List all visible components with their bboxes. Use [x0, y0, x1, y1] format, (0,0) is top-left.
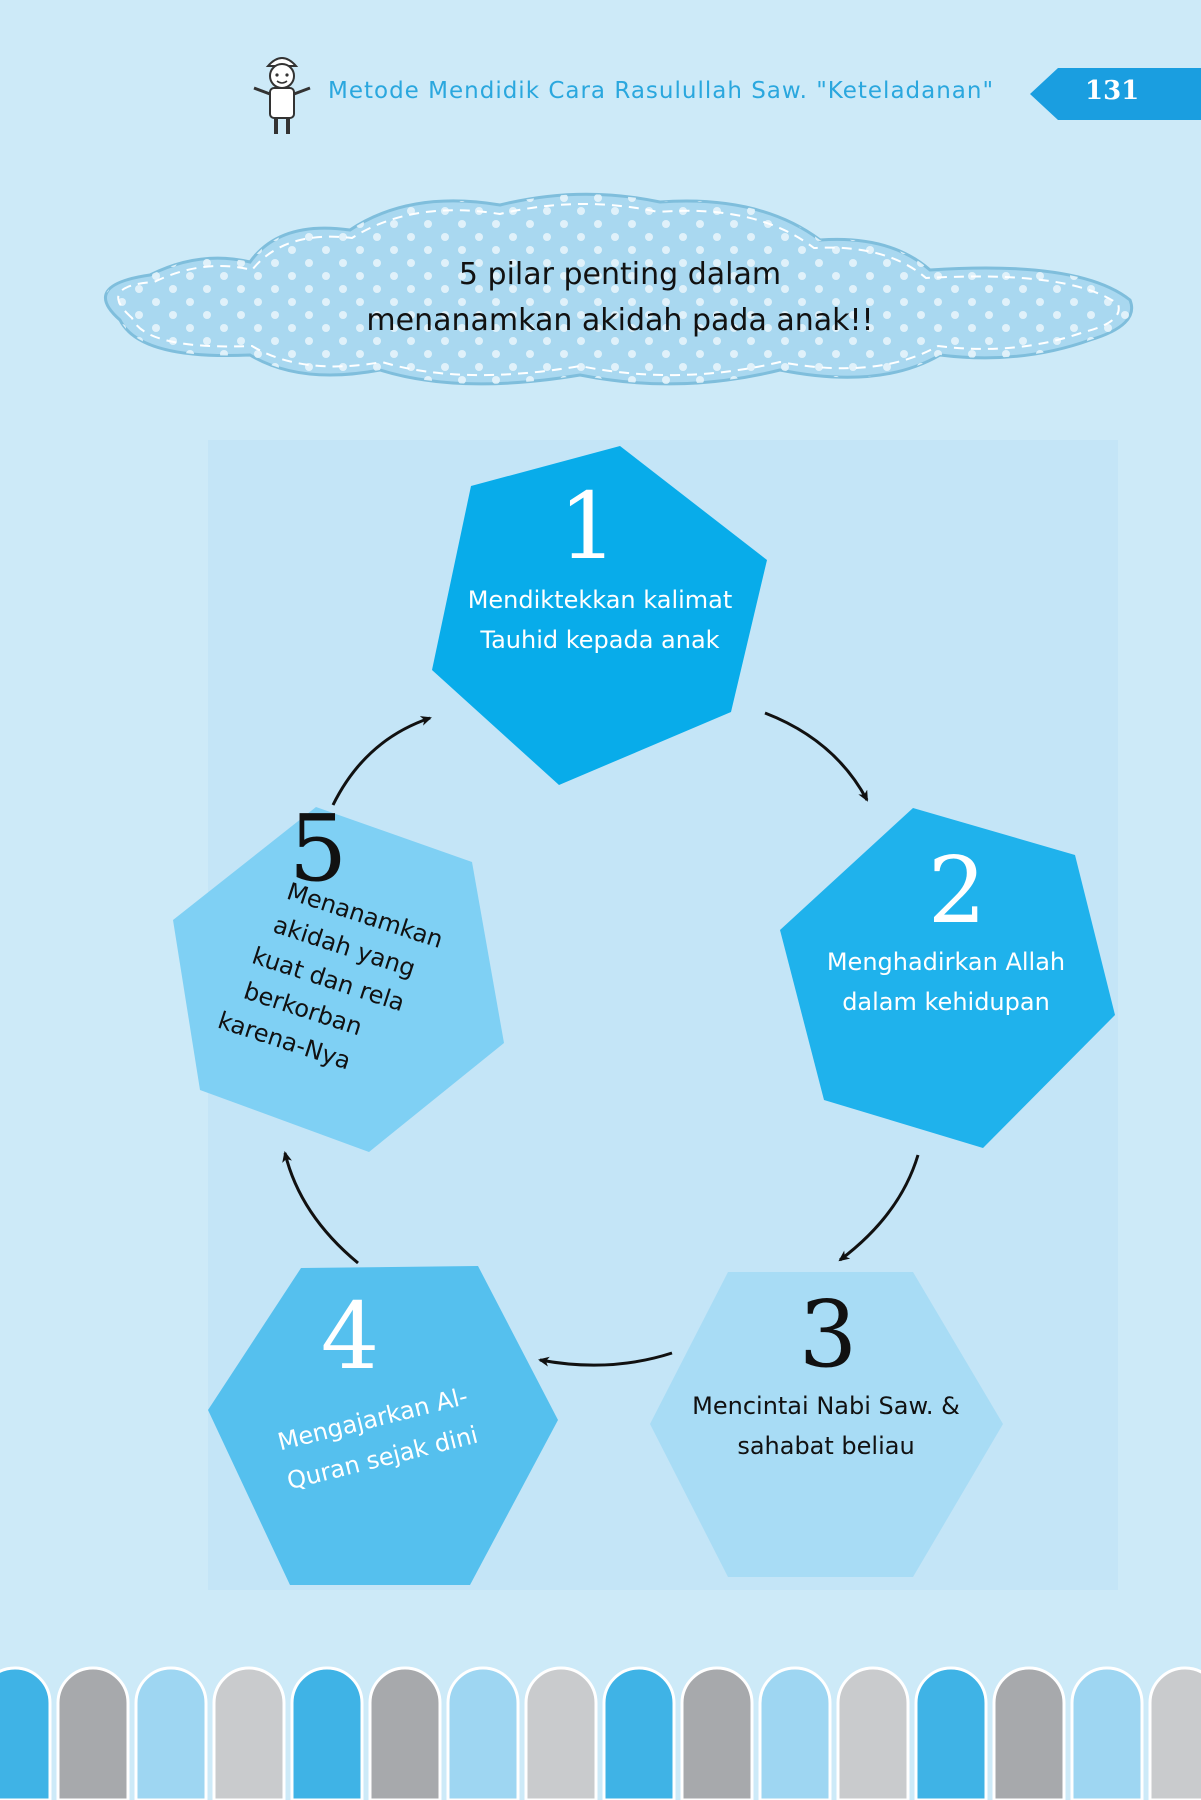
fence-picket [992, 1666, 1066, 1800]
fence-picket [446, 1666, 520, 1800]
fence-picket [1070, 1666, 1144, 1800]
fence-picket [1148, 1666, 1201, 1800]
arrow-5-to-1 [331, 716, 432, 806]
fence-picket [0, 1666, 52, 1800]
fence-picket [680, 1666, 754, 1800]
page-number: 131 [1085, 76, 1140, 106]
arrow-3-to-4 [538, 1351, 673, 1367]
fence-picket [368, 1666, 442, 1800]
pillar-5-hexagon [173, 807, 504, 1152]
fence-picket [134, 1666, 208, 1800]
fence-picket [290, 1666, 364, 1800]
pillar-4-hexagon [208, 1266, 558, 1585]
pillar-2-hexagon [780, 808, 1115, 1148]
pillar-4-number: 4 [321, 1283, 380, 1390]
pillar-2-number: 2 [928, 837, 987, 944]
cloud-title: 5 pilar penting dalam menanamkan akidah … [300, 252, 940, 344]
fence-picket [602, 1666, 676, 1800]
pillar-2-text-line-2: dalam kehidupan [842, 988, 1050, 1016]
pillar-2-text-line-1: Menghadirkan Allah [827, 948, 1065, 976]
pillar-1-number: 1 [559, 473, 618, 580]
page-number-tab [1030, 68, 1201, 120]
pillar-3-text-line-1: Mencintai Nabi Saw. & [692, 1392, 960, 1420]
pillar-1-text-line-2: Tauhid kepada anak [479, 626, 719, 654]
fence-picket [212, 1666, 286, 1800]
title-cloud [103, 192, 1133, 386]
fence-picket [758, 1666, 832, 1800]
fence-picket [836, 1666, 910, 1800]
pillar-5-number: 5 [289, 795, 348, 902]
cloud-title-line-2: menanamkan akidah pada anak!! [366, 303, 874, 338]
picket-fence [0, 1666, 1201, 1800]
fence-picket [524, 1666, 598, 1800]
fence-picket [56, 1666, 130, 1800]
arrow-2-to-3 [838, 1154, 920, 1262]
arrow-1-to-2 [764, 711, 869, 802]
pillar-3-number: 3 [799, 1281, 858, 1388]
pillar-1-hexagon [432, 446, 767, 785]
boy-mascot-icon [253, 57, 311, 134]
fence-picket [914, 1666, 988, 1800]
arrow-4-to-5 [282, 1151, 359, 1265]
pillar-3-text-line-2: sahabat beliau [737, 1432, 914, 1460]
cloud-title-line-1: 5 pilar penting dalam [458, 257, 782, 292]
pillar-3-hexagon [650, 1272, 1003, 1577]
running-title: Metode Mendidik Cara Rasulullah Saw. "Ke… [328, 78, 995, 104]
pillar-1-text-line-1: Mendiktekkan kalimat [468, 586, 733, 614]
page-header: Metode Mendidik Cara Rasulullah Saw. "Ke… [0, 0, 1201, 140]
